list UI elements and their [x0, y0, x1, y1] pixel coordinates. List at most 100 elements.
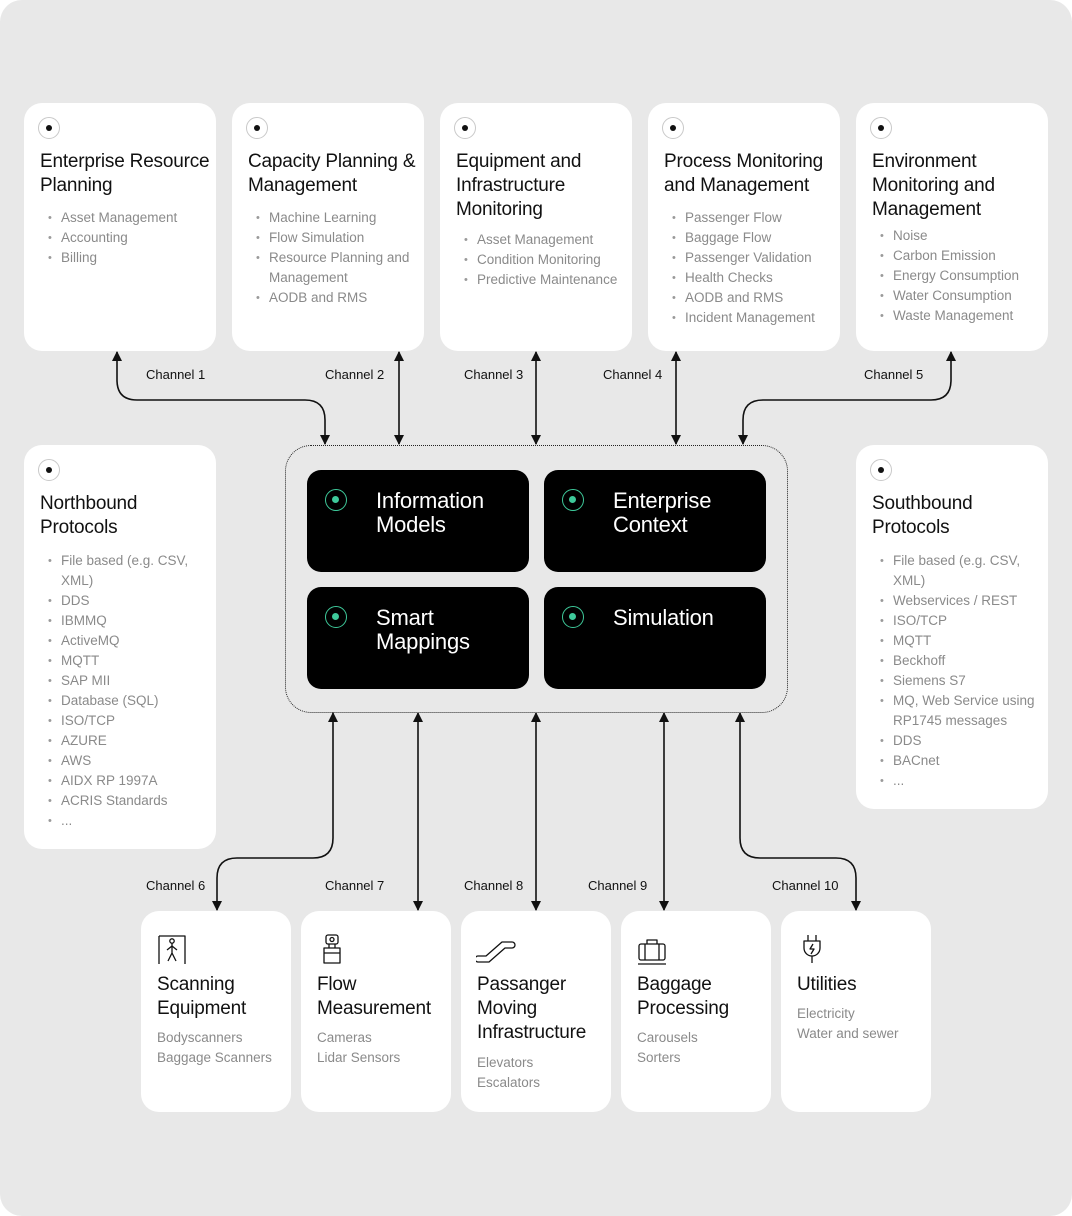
module-enterprise-context[interactable]: Enterprise Context	[544, 470, 766, 572]
channel-label: Channel 4	[603, 367, 663, 382]
device-item: Elevators	[477, 1055, 534, 1070]
plug-icon	[803, 935, 821, 963]
device-item: Carousels	[637, 1030, 698, 1045]
dot-icon	[246, 117, 268, 139]
module-smart-mappings[interactable]: Smart Mappings	[307, 587, 529, 689]
module-information-models[interactable]: Information Models	[307, 470, 529, 572]
status-dot-icon	[325, 489, 347, 511]
card-process-monitoring: Process Monitoring and Management Passen…	[648, 103, 840, 351]
list-item: ISO/TCP	[46, 711, 208, 731]
card-items: Passenger Flow Baggage Flow Passenger Va…	[670, 208, 832, 328]
card-flow-measurement: Flow Measurement Cameras Lidar Sensors	[301, 911, 451, 1112]
device-item: Cameras	[317, 1030, 372, 1045]
channel-label: Channel 8	[464, 878, 524, 893]
list-item: Passenger Validation	[670, 248, 832, 268]
list-item: AIDX RP 1997A	[46, 771, 208, 791]
channel-label: Channel 6	[146, 878, 206, 893]
list-item: MQTT	[878, 631, 1040, 651]
card-title: Process Monitoring and Management	[664, 151, 824, 196]
channel-label: Channel 3	[464, 367, 524, 382]
suitcase-icon	[638, 939, 666, 965]
list-item: Machine Learning	[254, 208, 416, 228]
list-item: AODB and RMS	[254, 288, 416, 308]
device-item: Baggage Scanners	[157, 1050, 272, 1065]
list-item: Billing	[46, 248, 208, 268]
list-item: Siemens S7	[878, 671, 1040, 691]
card-capacity-planning: Capacity Planning & Management Machine L…	[232, 103, 424, 351]
list-item: AWS	[46, 751, 208, 771]
list-item: Noise	[878, 226, 1040, 246]
card-title: Northbound Protocols	[40, 493, 138, 538]
list-item: File based (e.g. CSV, XML)	[878, 551, 1040, 591]
device-item: Escalators	[477, 1075, 541, 1090]
dot-icon	[454, 117, 476, 139]
module-simulation[interactable]: Simulation	[544, 587, 766, 689]
module-label: Smart Mappings	[376, 605, 470, 654]
card-items: Noise Carbon Emission Energy Consumption…	[878, 226, 1040, 326]
list-item: Energy Consumption	[878, 266, 1040, 286]
module-label: Information Models	[376, 488, 484, 537]
device-items: Bodyscanners Baggage Scanners	[157, 1028, 285, 1068]
channel-label: Channel 10	[772, 878, 839, 893]
device-title: Passanger Moving Infrastructure	[477, 974, 587, 1043]
card-title: Southbound Protocols	[872, 493, 973, 538]
card-items: File based (e.g. CSV, XML) Webservices /…	[878, 551, 1040, 791]
list-item: MQ, Web Service using RP1745 messages	[878, 691, 1040, 731]
device-item: Lidar Sensors	[317, 1050, 401, 1065]
card-equipment-monitoring: Equipment and Infrastructure Monitoring …	[440, 103, 632, 351]
status-dot-icon	[562, 489, 584, 511]
list-item: BACnet	[878, 751, 1040, 771]
escalator-icon	[476, 941, 516, 963]
channel-6-connector	[212, 712, 338, 911]
device-title: Flow Measurement	[317, 974, 431, 1019]
module-label: Simulation	[613, 605, 714, 630]
channel-label: Channel 1	[146, 367, 206, 382]
device-title: Utilities	[797, 974, 857, 995]
list-item: Condition Monitoring	[462, 250, 624, 270]
channel-5-connector	[738, 351, 956, 445]
card-utilities: Utilities Electricity Water and sewer	[781, 911, 931, 1112]
list-item: IBMMQ	[46, 611, 208, 631]
module-label: Enterprise Context	[613, 488, 712, 537]
channel-1-connector	[112, 351, 330, 445]
card-items: File based (e.g. CSV, XML) DDS IBMMQ Act…	[46, 551, 208, 831]
card-title: Equipment and Infrastructure Monitoring	[456, 151, 582, 220]
list-item: DDS	[46, 591, 208, 611]
device-title: Scanning Equipment	[157, 974, 247, 1019]
dot-icon	[870, 117, 892, 139]
device-items: Electricity Water and sewer	[797, 1004, 925, 1044]
card-items: Asset Management Condition Monitoring Pr…	[462, 230, 624, 290]
card-northbound-protocols: Northbound Protocols File based (e.g. CS…	[24, 445, 216, 849]
card-title: Enterprise Resource Planning	[40, 151, 210, 196]
list-item: Carbon Emission	[878, 246, 1040, 266]
list-item: ActiveMQ	[46, 631, 208, 651]
list-item: Waste Management	[878, 306, 1040, 326]
device-item: Water and sewer	[797, 1026, 899, 1041]
card-title: Capacity Planning & Management	[248, 151, 416, 196]
person-scanner-icon	[158, 935, 186, 964]
card-enterprise-resource-planning: Enterprise Resource Planning Asset Manag…	[24, 103, 216, 351]
list-item: ...	[46, 811, 208, 831]
dot-icon	[662, 117, 684, 139]
list-item: Resource Planning and Management	[254, 248, 416, 288]
list-item: AZURE	[46, 731, 208, 751]
device-items: Carousels Sorters	[637, 1028, 765, 1068]
dot-icon	[38, 459, 60, 481]
card-items: Asset Management Accounting Billing	[46, 208, 208, 268]
list-item: Baggage Flow	[670, 228, 832, 248]
device-items: Cameras Lidar Sensors	[317, 1028, 445, 1068]
list-item: Water Consumption	[878, 286, 1040, 306]
channel-label: Channel 9	[588, 878, 648, 893]
dot-icon	[870, 459, 892, 481]
list-item: Webservices / REST	[878, 591, 1040, 611]
list-item: AODB and RMS	[670, 288, 832, 308]
card-passanger-moving-infrastructure: Passanger Moving Infrastructure Elevator…	[461, 911, 611, 1112]
list-item: MQTT	[46, 651, 208, 671]
status-dot-icon	[562, 606, 584, 628]
card-items: Machine Learning Flow Simulation Resourc…	[254, 208, 416, 308]
central-hub	[285, 445, 788, 713]
list-item: Predictive Maintenance	[462, 270, 624, 290]
list-item: Passenger Flow	[670, 208, 832, 228]
device-item: Bodyscanners	[157, 1030, 243, 1045]
